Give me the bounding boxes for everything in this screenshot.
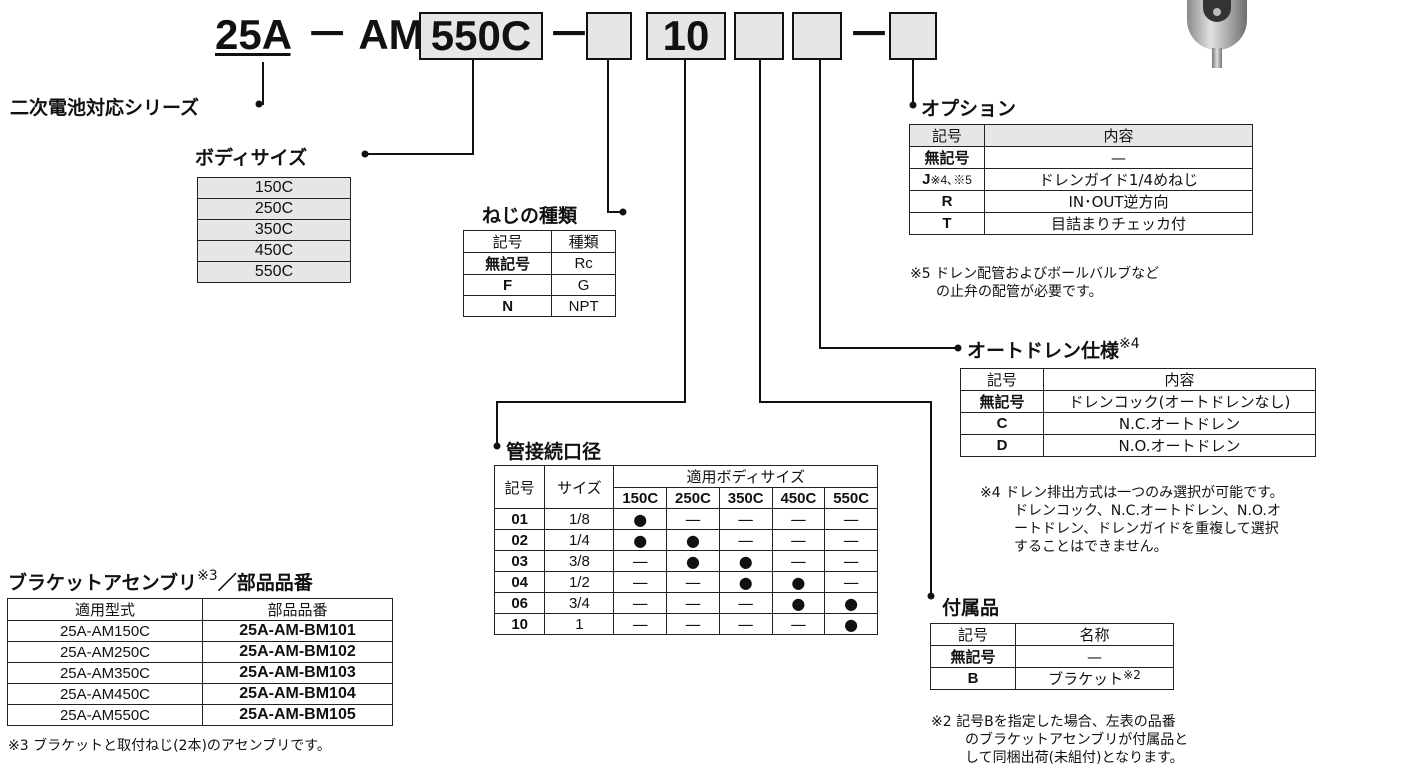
table-row: 350C [197,219,351,241]
model-code: 25A － AM [215,10,424,60]
model-prefix: 25A [215,11,291,58]
table-row: 記号名称 [930,623,1174,646]
option-code-box [889,12,937,60]
table-row: 記号内容 [909,124,1253,147]
option-note: ※5 ドレン配管およびボールバルブなど の止弁の配管が必要です。 [910,266,1160,300]
bracket-title: ブラケットアセンブリ※3／部品品番 [8,568,313,594]
table-row: 550C [197,261,351,283]
model-dash-1: － [306,11,349,58]
accessory-code-box [792,12,842,60]
table-row: 無記号— [909,146,1253,169]
auto-drain-title: オートドレン仕様※4 [967,336,1140,362]
model-dash-3: － [848,11,891,58]
accessory-note: ※2 記号Bを指定した場合、左表の品番 のブラケットアセンブリが付属品と して同… [931,714,1189,766]
auto-drain-code-box [734,12,784,60]
bracket-note: ※3 ブラケットと取付ねじ(2本)のアセンブリです。 [8,738,331,754]
table-row: 記号種類 [462,230,616,253]
body-size-table: 150C 250C 350C 450C 550C [197,177,351,283]
table-row: 無記号— [930,645,1174,668]
product-image [1187,0,1247,68]
series-label: 二次電池対応シリーズ [10,97,200,119]
thread-title: ねじの種類 [482,205,578,227]
thread-code-box [586,12,632,60]
port-table: 記号 サイズ 適用ボディサイズ 150C 250C 350C 450C 550C… [493,465,878,635]
option-title: オプション [921,98,1017,120]
port-title: 管接続口径 [506,441,602,463]
body-size-title: ボディサイズ [195,147,308,169]
table-row: 150C 250C 350C 450C 550C [495,487,878,509]
port-size-code-box: 10 [646,12,726,60]
table-row: 記号 サイズ 適用ボディサイズ [493,465,878,509]
model-dash-2: － [548,11,591,58]
table-row: 450C [197,240,351,262]
body-size-code-box: 550C [419,12,543,60]
table-row: 150C [197,177,351,199]
table-row: 適用型式部品品番 [7,598,393,621]
table-row: 記号内容 [960,368,1316,391]
table-row: 250C [197,198,351,220]
accessory-title: 付属品 [942,597,1000,619]
table-row: 無記号ドレンコック(オートドレンなし) [960,390,1316,413]
model-mid: AM [358,11,424,58]
auto-drain-note: ※4 ドレン排出方式は一つのみ選択が可能です。 ドレンコック、N.C.オートドレ… [980,485,1284,555]
